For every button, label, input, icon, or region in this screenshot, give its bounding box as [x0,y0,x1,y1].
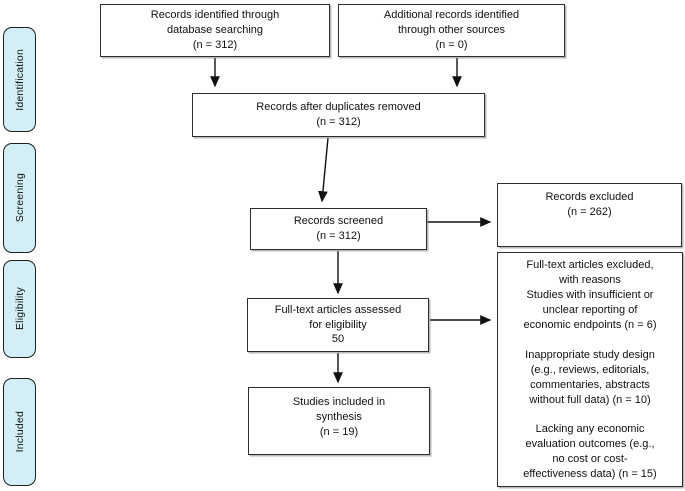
box-records-screened: Records screened (n = 312) [250,208,427,250]
box-records-screened-text: Records screened (n = 312) [293,215,384,242]
stage-identification: Identification [3,27,36,132]
box-records-after-duplicates-text: Records after duplicates removed (n = 31… [256,101,421,128]
box-fulltext-excluded: Full-text articles excluded, with reason… [497,252,683,487]
stage-included-label: Included [13,411,26,453]
box-records-identified-database: Records identified through database sear… [100,4,330,57]
box-fulltext-assessed: Full-text articles assessed for eligibil… [247,298,429,352]
box-studies-included-text: Studies included in synthesis (n = 19) [292,396,386,438]
box-records-excluded: Records excluded (n = 262) [497,183,682,247]
stage-eligibility-label: Eligibility [13,287,26,331]
box-fulltext-assessed-text: Full-text articles assessed for eligibil… [274,303,402,346]
box-records-other-sources-text: Additional records identified through ot… [383,9,520,51]
stage-screening-label: Screening [13,173,26,223]
box-records-other-sources: Additional records identified through ot… [338,4,565,57]
stage-screening: Screening [3,143,36,253]
stage-included: Included [3,378,36,486]
box-records-excluded-text: Records excluded (n = 262) [545,191,634,218]
stage-identification-label: Identification [13,48,26,111]
box-studies-included: Studies included in synthesis (n = 19) [248,387,430,455]
box-records-identified-database-text: Records identified through database sear… [150,9,280,51]
arrow-duplicates-to-screened [318,137,329,203]
box-records-after-duplicates: Records after duplicates removed (n = 31… [192,93,485,137]
stage-eligibility: Eligibility [3,260,36,358]
box-fulltext-excluded-text: Full-text articles excluded, with reason… [523,259,657,481]
